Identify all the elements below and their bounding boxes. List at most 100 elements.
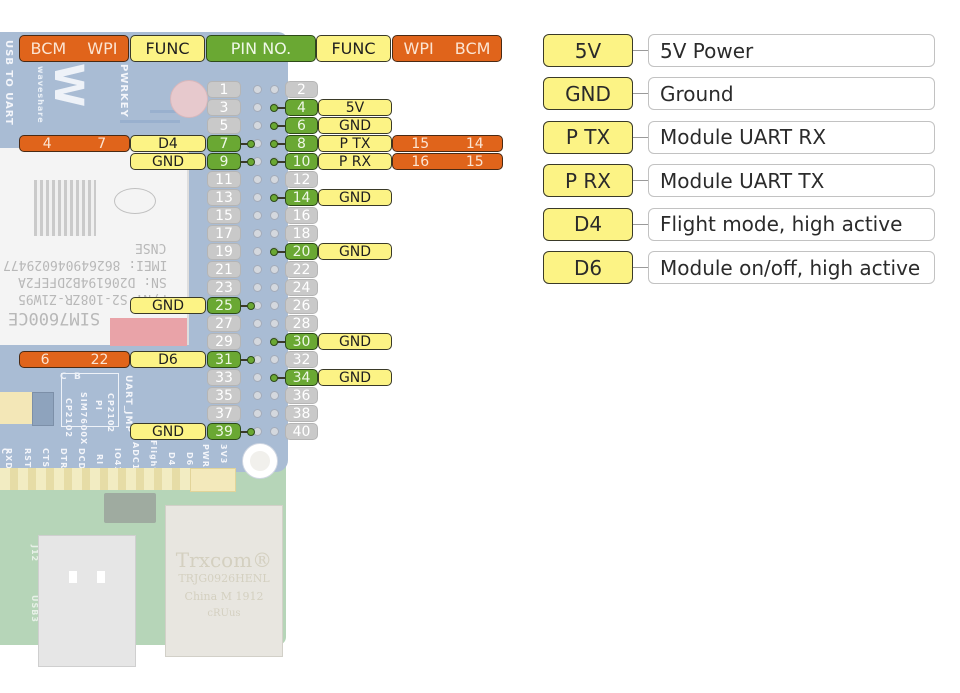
legend-tag: P TX	[543, 120, 633, 154]
header-pin-label: PWR	[201, 444, 210, 468]
jumper-letter: B	[74, 372, 81, 382]
header-pin-pad	[270, 427, 279, 436]
pin-6-func: GND	[318, 117, 392, 134]
legend-tag: D6	[543, 251, 633, 284]
header-pin-pad	[253, 121, 262, 130]
pin-connector-dot	[247, 428, 255, 436]
header-pin-label: Flight	[149, 440, 158, 473]
pin-12-label: 12	[285, 171, 318, 188]
legend-connector	[633, 50, 649, 51]
power-led	[190, 468, 236, 492]
pin-26-label: 26	[285, 297, 318, 314]
pin-4-func: 5V	[318, 99, 392, 116]
jumper-letter: C	[60, 372, 67, 382]
usb-to-uart-label: USB TO UART	[3, 40, 14, 126]
pin-18-label: 18	[285, 225, 318, 242]
legend-description: Flight mode, high active	[648, 207, 935, 241]
jumper-caps[interactable]	[0, 392, 32, 424]
pin-connector	[273, 161, 285, 163]
header-pin-pad	[253, 175, 262, 184]
legend-description: 5V Power	[648, 34, 935, 67]
module-text-line: SIM7600CE	[8, 308, 101, 328]
jumper-header	[32, 392, 54, 426]
jumper-table	[61, 373, 119, 427]
pin-38-label: 38	[285, 405, 318, 422]
pin-20-func: GND	[318, 243, 392, 260]
legend-connector	[633, 223, 649, 225]
header-pin-pad	[253, 229, 262, 238]
header-pin-pad	[253, 283, 262, 292]
pin-9-func: GND	[130, 153, 206, 170]
pcb-trace	[150, 110, 190, 113]
pin-14-func: GND	[318, 189, 392, 206]
pin-8-func: P TX	[318, 135, 392, 152]
pin-connector-dot	[270, 158, 278, 166]
mounting-hole	[243, 444, 277, 478]
legend-tag: P RX	[543, 164, 633, 198]
wpi-number: 22	[90, 351, 109, 368]
header-pin-label: D4	[167, 452, 176, 467]
pin-7-label: 7	[207, 135, 241, 152]
header-pin-pad	[270, 85, 279, 94]
pin-1-label: 1	[207, 81, 241, 98]
pin-connector	[241, 161, 251, 163]
header-right-wpi-bcm: WPI BCM	[392, 35, 502, 62]
header-pin-pad	[270, 301, 279, 310]
header-right-wpi: WPI	[403, 38, 434, 58]
pin-connector-dot	[247, 356, 255, 364]
usb3-label: USB3	[30, 595, 39, 623]
legend-tag: D4	[543, 207, 633, 241]
pin-connector-dot	[270, 248, 278, 256]
legend-description: Ground	[648, 77, 935, 111]
pin-11-label: 11	[207, 171, 241, 188]
pin-connector	[241, 305, 251, 307]
pin-connector-dot	[270, 374, 278, 382]
header-pin-pad	[270, 265, 279, 274]
pin-connector	[241, 359, 251, 361]
header-pin-pad	[270, 391, 279, 400]
rj45-brand: Trxcom®	[175, 548, 273, 572]
header-left-func: FUNC	[130, 35, 205, 62]
pin-39-func: GND	[130, 423, 206, 440]
header-left-bcm: BCM	[30, 38, 67, 58]
header-pin-pad	[253, 319, 262, 328]
wpi-number: 15	[411, 135, 430, 152]
header-pin-pad	[253, 85, 262, 94]
pin-6-label: 6	[285, 117, 318, 134]
header-pin-pad	[253, 373, 262, 382]
header-pin-no: PIN NO.	[206, 35, 316, 62]
pin-25-func: GND	[130, 297, 206, 314]
usb-port	[38, 535, 136, 667]
legend-description: Module UART RX	[648, 120, 935, 154]
jumper-table-label: CP2102	[106, 393, 115, 433]
bcm-number: 15	[465, 153, 484, 170]
pin-36-label: 36	[285, 387, 318, 404]
pin-8-label: 8	[285, 135, 318, 152]
header-pin-pad	[270, 319, 279, 328]
legend-connector	[633, 93, 649, 95]
pin-2-label: 2	[285, 81, 318, 98]
pin-22-label: 22	[285, 261, 318, 278]
header-pin-pad	[253, 391, 262, 400]
ic-chip	[104, 493, 156, 523]
header-right-bcm: BCM	[454, 38, 491, 58]
pin-32-label: 32	[285, 351, 318, 368]
j12-label: J12	[30, 545, 39, 563]
pin-connector-dot	[270, 194, 278, 202]
header-pin-pad	[253, 193, 262, 202]
rj45-model: TRJG0926HENL	[178, 572, 270, 585]
module-text-line: SN: D206194B2DFEF2A	[18, 274, 167, 289]
jumper-table-label: CP2102	[64, 398, 73, 438]
bcm-number: 4	[42, 135, 52, 152]
header-pin-pad	[270, 409, 279, 418]
waveshare-logo-icon: W	[45, 62, 92, 108]
header-pin-pad	[253, 337, 262, 346]
header-left-wpi: WPI	[87, 38, 118, 58]
capacitor	[170, 80, 208, 118]
header-pin-label: ADC1	[131, 442, 140, 471]
pin-connector-dot	[247, 140, 255, 148]
header-pin-label: RXD	[4, 448, 13, 470]
header-pin-label: DTR	[59, 448, 68, 470]
module-text-line: IMEI: 862649046029477	[3, 257, 168, 272]
